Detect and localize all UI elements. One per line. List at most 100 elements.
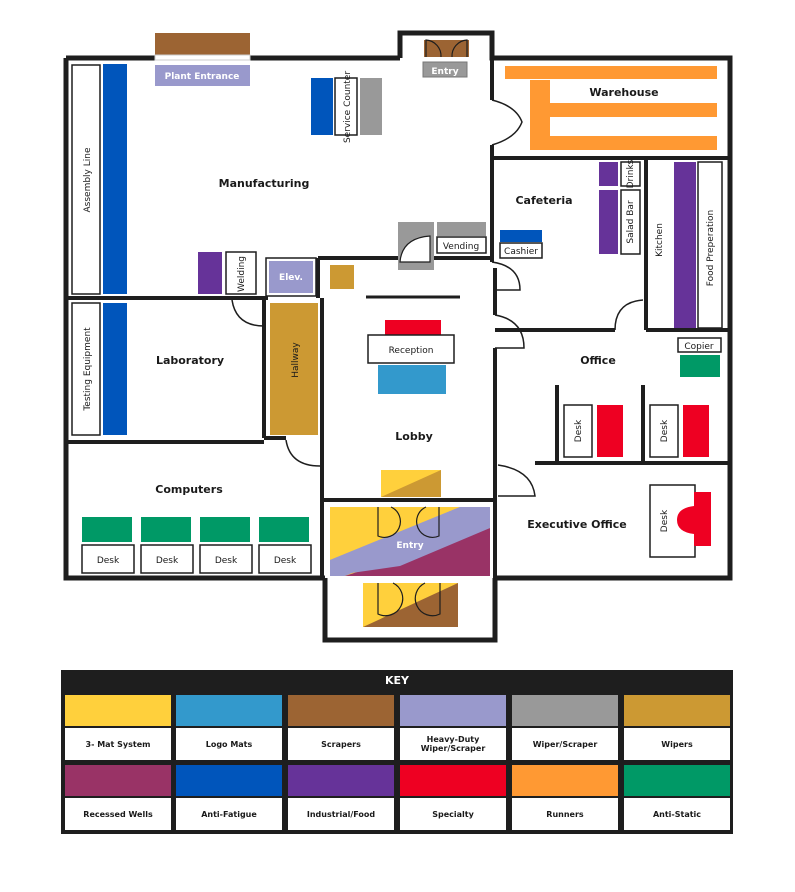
copier-anti-static — [680, 355, 720, 377]
copier-box — [677, 337, 722, 353]
computer-anti-static-4 — [259, 517, 309, 542]
office-desk-2 — [649, 404, 679, 458]
lobby-3mat-wiper — [381, 470, 441, 497]
computer-desk-2-label: Desk — [156, 556, 179, 566]
warehouse-runner-4 — [550, 136, 717, 150]
computer-stations: Desk Desk Desk Desk — [81, 517, 312, 574]
room-laboratory: Laboratory — [156, 354, 224, 367]
drinks-mat — [599, 162, 618, 186]
office-desk-1-label: Desk — [574, 419, 584, 442]
drinks-box — [620, 161, 641, 187]
service-anti-fatigue — [311, 78, 333, 135]
lobby-logo-mat — [378, 365, 446, 394]
copier-label: Copier — [684, 342, 714, 352]
room-office: Office — [580, 354, 616, 367]
reception-desk — [367, 334, 455, 364]
room-cafeteria: Cafeteria — [515, 194, 572, 207]
entry-top-mat — [422, 61, 468, 78]
welding-label: Welding — [237, 256, 247, 292]
entry-main-outer-door — [377, 582, 441, 617]
floor-plan: Entry Plant Entrance Assembly Line Servi… — [63, 30, 733, 643]
cashier-anti-fatigue — [500, 230, 542, 242]
doors — [231, 99, 644, 497]
legend-label-industrial-food: Industrial/Food — [288, 798, 394, 830]
computer-desk-3-label: Desk — [215, 556, 238, 566]
computer-desk-1-label: Desk — [97, 556, 120, 566]
legend-label-wipers: Wipers — [624, 728, 730, 760]
food-prep-box — [697, 161, 723, 329]
computer-desk-1 — [81, 544, 135, 574]
assembly-line-box — [71, 64, 101, 295]
legend-swatch-industrial-food — [288, 765, 394, 796]
assembly-line-label: Assembly Line — [83, 147, 93, 212]
legend-swatch-3-mat-system — [65, 695, 171, 726]
legend-title: KEY — [384, 674, 409, 687]
computer-desk-4-label: Desk — [274, 556, 297, 566]
legend-swatch-anti-fatigue — [176, 765, 282, 796]
vending-door — [399, 235, 431, 263]
service-counter-box — [334, 77, 358, 136]
legend-label-runners: Runners — [512, 798, 618, 830]
room-warehouse: Warehouse — [589, 86, 658, 99]
legend-swatch-recessed-wells — [65, 765, 171, 796]
legend-swatch-anti-static — [624, 765, 730, 796]
vending-label: Vending — [443, 242, 479, 252]
room-executive-office: Executive Office — [527, 518, 627, 531]
kitchen-door — [614, 299, 644, 331]
warehouse-runner-3 — [550, 103, 717, 117]
legend-label-logo-mats: Logo Mats — [176, 728, 282, 760]
plant-entrance-label: Plant Entrance — [165, 72, 240, 82]
warehouse-runner-2 — [530, 80, 550, 150]
kitchen-industrial-mat — [674, 162, 696, 328]
computer-anti-static-3 — [200, 517, 250, 542]
legend: KEY 3- Mat System Logo Mats Scrapers Hea… — [61, 670, 733, 834]
office-desk-1-mat — [597, 405, 623, 457]
entry-scraper-mat — [424, 40, 469, 57]
computers-door — [285, 439, 321, 467]
office-desk-1 — [563, 404, 593, 458]
legend-label-specialty: Specialty — [400, 798, 506, 830]
legend-label-3-mat-system: 3- Mat System — [65, 728, 171, 760]
testing-equipment-label: Testing Equipment — [83, 327, 93, 412]
lab-anti-fatigue — [103, 303, 127, 435]
legend-label-heavy-duty: Heavy-Duty Wiper/Scraper — [400, 728, 506, 760]
entry-top-door — [425, 39, 468, 58]
legend-swatch-wipers — [624, 695, 730, 726]
legend-label-recessed-wells: Recessed Wells — [65, 798, 171, 830]
reception-specialty-mat — [385, 320, 441, 336]
computer-anti-static-1 — [82, 517, 132, 542]
computer-desk-3 — [199, 544, 253, 574]
cashier-label: Cashier — [504, 247, 538, 257]
food-prep-label: Food Preperation — [706, 210, 716, 286]
reception-label: Reception — [389, 346, 434, 356]
legend-swatch-wiper-scraper — [512, 695, 618, 726]
plant-entrance-scraper — [155, 33, 250, 55]
service-wiper-scraper — [360, 78, 382, 135]
room-lobby: Lobby — [395, 430, 433, 443]
salad-bar-label: Salad Bar — [626, 200, 636, 244]
hallway-wiper-mat — [270, 303, 318, 435]
cafeteria-door — [491, 261, 521, 291]
entry-heavy-duty-mat — [330, 507, 490, 576]
salad-bar-box — [620, 189, 641, 255]
legend-swatch-heavy-duty — [400, 695, 506, 726]
assembly-anti-fatigue — [103, 64, 127, 294]
entry-main-label: Entry — [396, 541, 423, 551]
plant-entrance-threshold — [154, 54, 251, 61]
executive-specialty-mat — [677, 492, 711, 546]
testing-equipment-box — [71, 302, 101, 436]
warehouse-door — [491, 99, 523, 146]
legend-label-wiper-scraper: Wiper/Scraper — [512, 728, 618, 760]
entry-main-inner-door — [377, 506, 440, 538]
vending-mat — [437, 222, 486, 236]
room-manufacturing: Manufacturing — [219, 177, 310, 190]
room-computers: Computers — [155, 483, 223, 496]
warehouse-runner-1 — [505, 66, 717, 79]
salad-bar-mat — [599, 190, 618, 254]
vending-box — [436, 236, 487, 254]
office-door — [494, 314, 525, 349]
legend-swatch-specialty — [400, 765, 506, 796]
drinks-label: Drinks — [626, 159, 636, 188]
welding-industrial-mat — [198, 252, 222, 294]
kitchen-label: Kitchen — [655, 223, 665, 257]
